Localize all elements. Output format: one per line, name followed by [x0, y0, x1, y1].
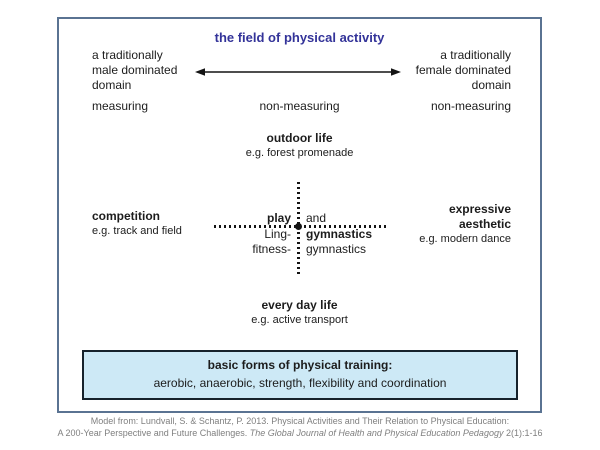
cross-left-column: play Ling- fitness- — [177, 211, 291, 258]
outdoor-life-example: e.g. forest promenade — [245, 147, 354, 159]
everyday-life-example: e.g. active transport — [251, 314, 348, 326]
male-domain-line3: domain — [92, 78, 132, 92]
axis-intersection-dot — [295, 223, 302, 230]
measuring-label: measuring — [92, 99, 149, 113]
play-label: play — [266, 211, 291, 225]
female-domain-label: a traditionally female dominated domain — [416, 48, 511, 93]
male-domain-line1: a traditionally — [92, 48, 163, 62]
gymnastics-bold-label: gymnastics — [306, 226, 373, 241]
caption-line2: A 200-Year Perspective and Future Challe… — [0, 428, 600, 440]
female-domain-line3: domain — [471, 78, 511, 92]
caption-line2-suffix: 2(1):1-16 — [503, 427, 543, 438]
outdoor-life-title: outdoor life — [266, 131, 333, 145]
gymnastics-label: gymnastics — [306, 242, 367, 256]
competition-example: e.g. track and field — [92, 225, 182, 237]
expressive-aesthetic-block: expressive aesthetic e.g. modern dance — [419, 202, 511, 247]
female-domain-line2: female dominated — [415, 63, 511, 77]
male-domain-line2: male dominated — [92, 63, 178, 77]
female-domain-line1: a traditionally — [440, 48, 511, 62]
non-measuring-center-label: non-measuring — [259, 99, 340, 113]
everyday-life-block: every day life e.g. active transport — [59, 298, 540, 328]
diagram-frame: the field of physical activity a traditi… — [57, 17, 542, 413]
expressive-title-line1: expressive — [448, 202, 511, 216]
everyday-life-title: every day life — [261, 298, 338, 312]
and-label: and — [306, 211, 327, 225]
ling-label: Ling- — [264, 226, 291, 241]
source-caption: Model from: Lundvall, S. & Schantz, P. 2… — [0, 416, 600, 439]
competition-block: competition e.g. track and field — [92, 209, 182, 239]
diagram-title: the field of physical activity — [214, 30, 385, 45]
competition-title: competition — [92, 209, 160, 223]
caption-line1: Model from: Lundvall, S. & Schantz, P. 2… — [90, 416, 510, 426]
expressive-title-line2: aesthetic — [458, 217, 511, 231]
expressive-example: e.g. modern dance — [419, 233, 511, 245]
fitness-label: fitness- — [252, 242, 291, 256]
training-box-title: basic forms of physical training: — [207, 358, 393, 372]
outdoor-life-block: outdoor life e.g. forest promenade — [59, 131, 540, 161]
cross-right-column: and gymnastics gymnastics — [306, 211, 426, 258]
male-domain-label: a traditionally male dominated domain — [92, 48, 177, 93]
basic-training-box: basic forms of physical training: aerobi… — [82, 350, 518, 400]
bidirectional-arrow-icon — [194, 65, 402, 77]
non-measuring-right-label: non-measuring — [430, 99, 511, 113]
caption-line2-prefix: A 200-Year Perspective and Future Challe… — [57, 427, 250, 438]
training-box-items: aerobic, anaerobic, strength, flexibilit… — [153, 376, 447, 390]
caption-journal-title: The Global Journal of Health and Physica… — [249, 427, 504, 438]
